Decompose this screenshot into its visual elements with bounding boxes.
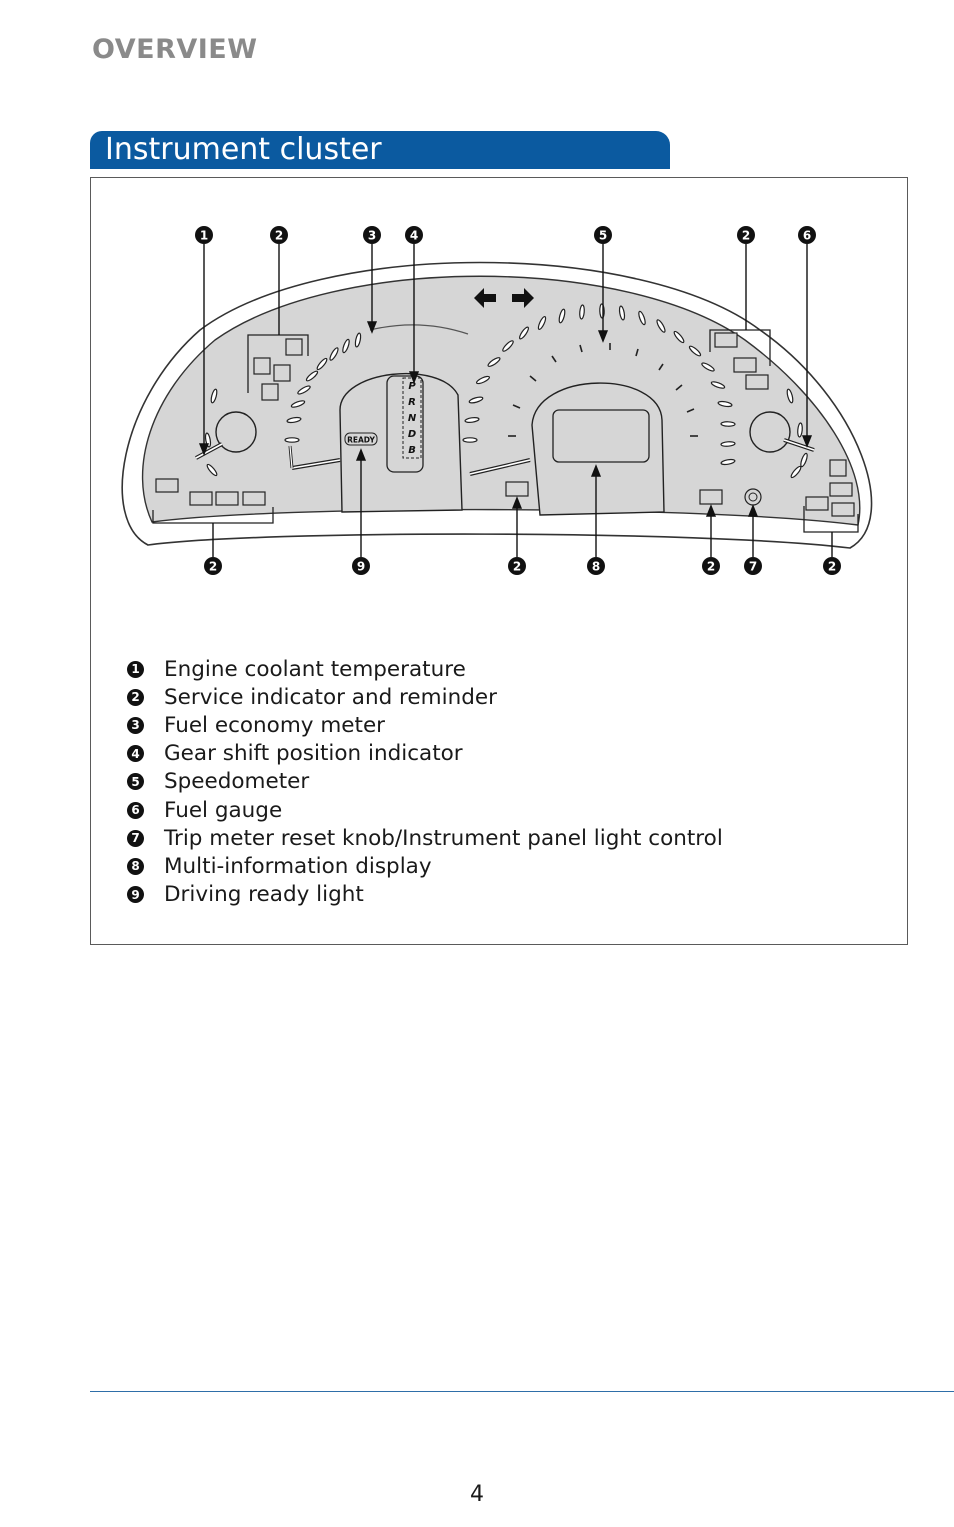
legend-number: 3 [127, 716, 144, 734]
legend-number: 8 [127, 857, 144, 875]
fuel-economy-ticks [284, 332, 362, 443]
content-frame [90, 177, 908, 945]
callout-b-8: 8 [592, 560, 600, 574]
gear-letter-r: R [408, 397, 416, 408]
instrument-cluster-diagram: READY P R N D B [121, 226, 873, 575]
callout-b-2a: 2 [209, 560, 217, 574]
legend-item: 7 Trip meter reset knob/Instrument panel … [127, 824, 723, 852]
callout-legend: 1 Engine coolant temperature 2 Service ind… [127, 655, 723, 909]
legend-item: 4 Gear shift position indicator [127, 740, 723, 768]
legend-label: Gear shift position indicator [164, 741, 463, 767]
legend-number: 9 [127, 886, 144, 904]
legend-item: 5 Speedometer [127, 768, 723, 796]
legend-number: 1 [127, 660, 144, 678]
ready-light [344, 432, 378, 446]
legend-label: Service indicator and reminder [164, 684, 497, 710]
right-turn-arrow-icon [512, 288, 534, 308]
legend-label: Fuel gauge [164, 797, 283, 823]
section-title: OVERVIEW [92, 34, 258, 65]
page-number: 4 [470, 1482, 484, 1507]
legend-number: 4 [127, 745, 144, 763]
indicator-lamps [155, 332, 855, 517]
callout-b-9: 9 [357, 560, 365, 574]
callout-2b: 2 [742, 229, 750, 243]
banner-title: Instrument cluster [105, 132, 382, 167]
trip-reset-knob [744, 488, 762, 506]
gear-letter-d: D [408, 429, 416, 440]
ready-label: READY [347, 436, 375, 445]
multi-info-display [552, 409, 650, 463]
callout-6: 6 [803, 229, 811, 243]
legend-item: 3 Fuel economy meter [127, 711, 723, 739]
callout-2: 2 [275, 229, 283, 243]
callout-b-2d: 2 [828, 560, 836, 574]
footer-rule [90, 1391, 954, 1392]
fuel-economy-arc [369, 324, 469, 335]
callout-b-2c: 2 [707, 560, 715, 574]
callout-4: 4 [410, 229, 418, 243]
legend-item: 8 Multi-information display [127, 852, 723, 880]
legend-item: 2 Service indicator and reminder [127, 683, 723, 711]
legend-label: Multi-information display [164, 853, 432, 879]
gear-shift-strip [386, 375, 424, 473]
callout-b-7: 7 [749, 560, 757, 574]
callout-3: 3 [368, 229, 376, 243]
callout-leaders [198, 244, 833, 557]
legend-item: 1 Engine coolant temperature [127, 655, 723, 683]
speedometer-inner-ticks [508, 343, 698, 437]
section-banner: Instrument cluster [90, 131, 670, 169]
legend-label: Driving ready light [164, 882, 364, 908]
legend-item: 9 Driving ready light [127, 881, 723, 909]
fuel-gauge-ticks [786, 388, 808, 479]
legend-label: Trip meter reset knob/Instrument panel l… [164, 825, 723, 851]
callout-5: 5 [599, 229, 607, 243]
legend-label: Engine coolant temperature [164, 656, 466, 682]
fuel-gauge-hub [749, 411, 791, 453]
gear-letter-p: P [408, 381, 416, 392]
coolant-gauge-hub [215, 411, 257, 453]
legend-item: 6 Fuel gauge [127, 796, 723, 824]
callouts-top: 1 2 3 4 5 2 6 [195, 226, 816, 244]
callout-b-2b: 2 [513, 560, 521, 574]
legend-number: 2 [127, 688, 144, 706]
legend-number: 5 [127, 773, 144, 791]
gear-letter-b: B [408, 445, 416, 456]
gear-letter-n: N [408, 413, 417, 424]
callouts-bottom: 2 9 2 8 2 7 2 [204, 557, 841, 575]
legend-label: Speedometer [164, 769, 310, 795]
legend-label: Fuel economy meter [164, 712, 386, 738]
gear-letters: P R N D B [408, 381, 417, 456]
left-turn-arrow-icon [474, 288, 496, 308]
legend-number: 6 [127, 801, 144, 819]
callout-1: 1 [200, 229, 208, 243]
legend-number: 7 [127, 829, 144, 847]
